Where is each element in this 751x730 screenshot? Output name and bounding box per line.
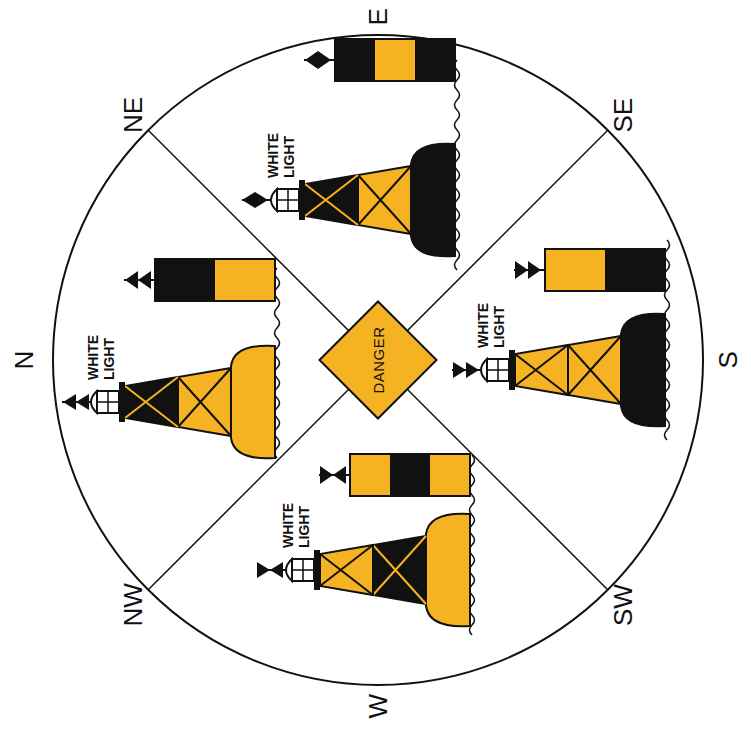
- light-label: WHITE LIGHT: [280, 503, 312, 548]
- spar-band: [390, 454, 430, 496]
- lantern-dome: [271, 189, 277, 211]
- compass-point: NW: [118, 583, 148, 626]
- tower-lattice: [568, 336, 621, 404]
- compass-circle: [53, 35, 703, 685]
- lantern-dome: [286, 559, 292, 581]
- light-label: WHITE LIGHT: [85, 335, 117, 380]
- buoy-hull: [231, 346, 275, 459]
- spar-band: [605, 249, 665, 291]
- south-spar: [514, 249, 665, 291]
- topmark-cone: [76, 394, 89, 410]
- spar-band: [215, 259, 275, 301]
- topmark-cone: [453, 362, 466, 378]
- spar-band: [335, 39, 375, 81]
- compass-point: SW: [608, 584, 638, 626]
- tower-lattice: [515, 345, 568, 395]
- topmark-cone: [257, 562, 270, 578]
- tower-lattice: [373, 536, 426, 604]
- topmark-cone: [333, 466, 346, 484]
- lantern-frame: [292, 559, 314, 581]
- compass-point: NE: [118, 97, 148, 133]
- light-label: WHITE LIGHT: [475, 303, 507, 348]
- lantern-dome: [91, 391, 97, 413]
- tower-upper: [125, 377, 178, 427]
- lantern-dome: [481, 359, 487, 381]
- tower-lower: [178, 368, 231, 436]
- lantern-frame: [487, 359, 509, 381]
- quadrant-line: [148, 130, 608, 590]
- topmark-cone: [320, 466, 333, 484]
- tower-lower: [373, 536, 426, 604]
- topmark-cone: [255, 192, 268, 208]
- light-label: WHITE LIGHT: [265, 133, 297, 178]
- quadrant-line: [148, 130, 608, 590]
- topmark-cone: [528, 261, 541, 279]
- hazard-label: DANGER: [370, 326, 387, 393]
- spar-band: [545, 249, 605, 291]
- lantern-frame: [97, 391, 119, 413]
- compass-point: E: [363, 8, 393, 25]
- buoy-hull: [411, 144, 455, 257]
- spar-band: [350, 454, 390, 496]
- north-spar: [124, 259, 275, 301]
- topmark-cone: [125, 271, 138, 289]
- compass-point: S: [713, 351, 743, 368]
- spar-outline: [545, 249, 665, 291]
- west-spar: [319, 454, 470, 496]
- spar-band: [375, 39, 415, 81]
- spar-band: [155, 259, 215, 301]
- lantern: [97, 391, 119, 413]
- topmark-cone: [305, 51, 318, 69]
- danger-diamond: DANGER: [318, 300, 438, 420]
- lantern-frame: [277, 189, 299, 211]
- tower-lattice: [358, 166, 411, 234]
- topmark-cone: [466, 362, 479, 378]
- topmark-cone: [515, 261, 528, 279]
- tower-upper: [305, 175, 358, 225]
- lantern: [292, 559, 314, 581]
- spar-band: [415, 39, 455, 81]
- tower-lower: [358, 166, 411, 234]
- tower-lattice: [320, 545, 373, 595]
- tower-lower: [568, 336, 621, 404]
- topmark-cone: [318, 51, 331, 69]
- buoy-hull: [621, 314, 665, 427]
- topmark-cone: [242, 192, 255, 208]
- spar-outline: [350, 454, 470, 496]
- lantern: [487, 359, 509, 381]
- tower-lattice: [125, 377, 178, 427]
- tower-lattice: [178, 368, 231, 436]
- buoy-hull: [426, 514, 470, 627]
- spar-outline: [335, 39, 455, 81]
- topmark-cone: [138, 271, 151, 289]
- spar-band: [430, 454, 470, 496]
- spar-outline: [155, 259, 275, 301]
- topmark-cone: [63, 394, 76, 410]
- tower-upper: [320, 545, 373, 595]
- east-spar: [304, 39, 455, 81]
- diamond-shape: [320, 302, 437, 419]
- compass-point: N: [9, 351, 39, 370]
- lantern: [277, 189, 299, 211]
- tower-upper: [515, 345, 568, 395]
- topmark-cone: [270, 562, 283, 578]
- compass-point: SE: [608, 98, 638, 133]
- compass-point: W: [363, 694, 393, 719]
- tower-lattice: [305, 175, 358, 225]
